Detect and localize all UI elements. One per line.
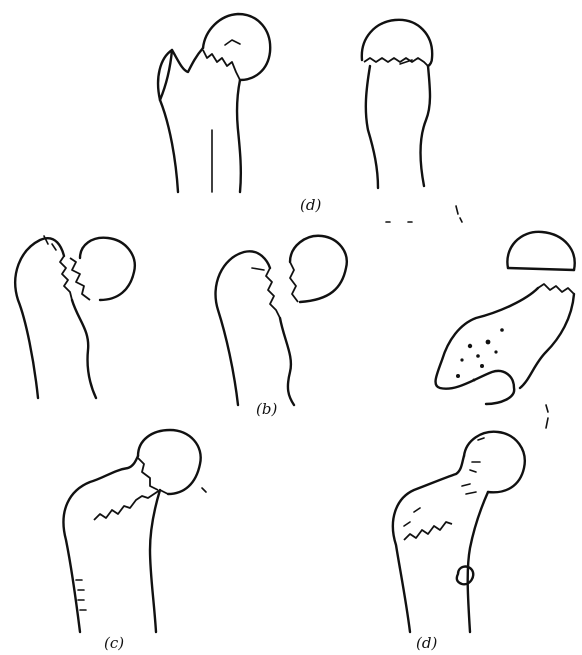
caption-c: (c): [104, 634, 124, 652]
figure-d-femur: [393, 432, 525, 632]
caption-b: (b): [256, 400, 277, 418]
figure-a-right-femur: [362, 20, 432, 188]
figure-b-middle-femur: [216, 236, 347, 405]
figure-c-femur: [63, 430, 206, 632]
figure-b-left-femur: [15, 236, 135, 398]
figure-a-left-femur: [158, 14, 270, 192]
caption-d: (d): [416, 634, 437, 652]
figure-b-right-fragment: [436, 232, 575, 404]
caption-a: (d): [300, 196, 321, 214]
stray-marks: [386, 206, 548, 428]
